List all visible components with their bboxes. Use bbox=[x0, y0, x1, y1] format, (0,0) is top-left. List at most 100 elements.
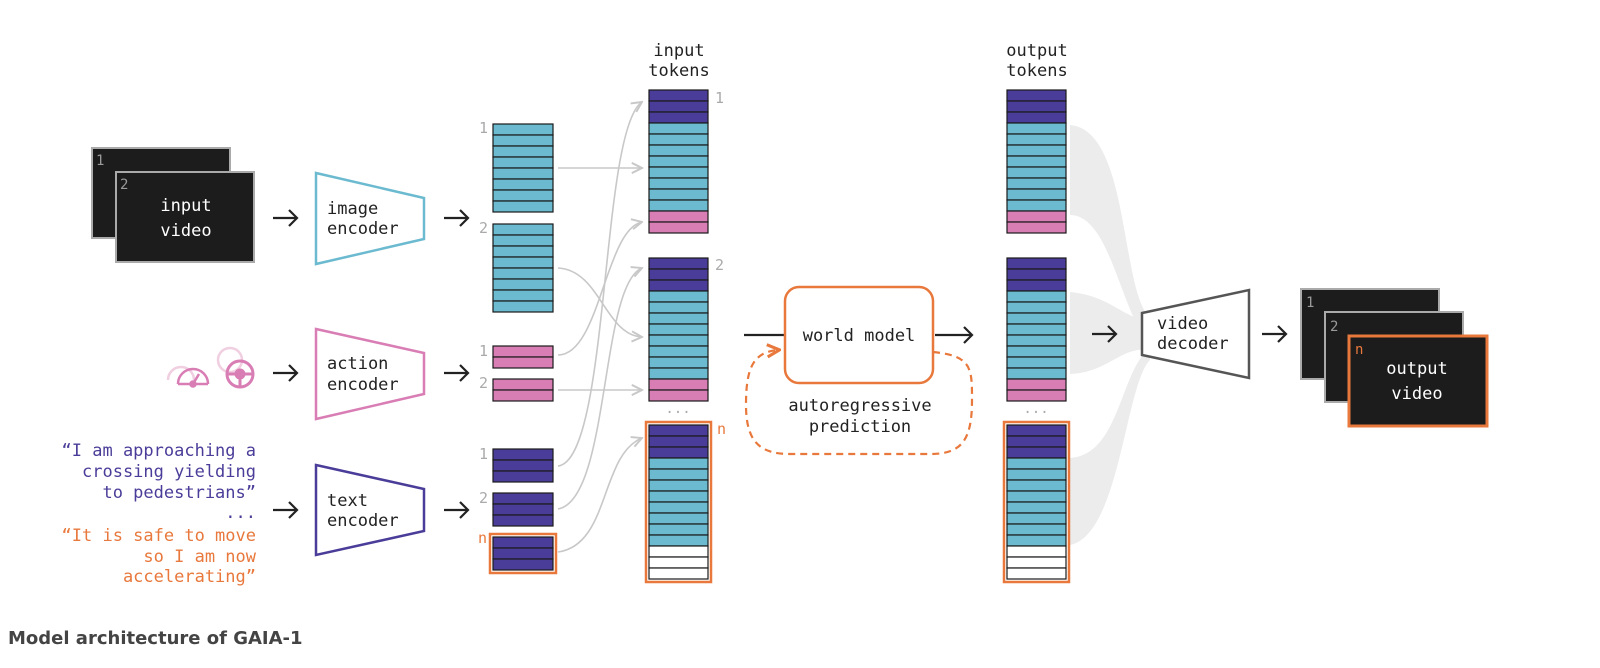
token-cell bbox=[1006, 301, 1067, 314]
token-cell bbox=[492, 448, 554, 461]
image-encoder-label-2: encoder bbox=[327, 219, 399, 239]
token-cell bbox=[1006, 122, 1067, 135]
output-token-stack-1 bbox=[1006, 89, 1067, 234]
token-cell bbox=[492, 470, 554, 483]
encoded-text-n-index: n bbox=[478, 529, 487, 547]
token-cell bbox=[1006, 89, 1067, 102]
token-cell bbox=[492, 200, 554, 213]
output-video: 1 2 n output video bbox=[1300, 288, 1489, 428]
token-cell bbox=[1006, 356, 1067, 369]
input-tokens-index-n: n bbox=[717, 420, 726, 438]
arrow-right-icon bbox=[273, 501, 299, 519]
token-cell bbox=[648, 199, 709, 212]
token-cell bbox=[1006, 111, 1067, 124]
token-cell bbox=[648, 290, 709, 303]
token-cell bbox=[648, 301, 709, 314]
token-cell bbox=[1006, 367, 1067, 380]
token-cell bbox=[1006, 345, 1067, 358]
output-tokens-ellipsis: ... bbox=[1023, 401, 1048, 417]
prompt-1-line-1: “I am approaching a bbox=[62, 441, 256, 461]
token-cell bbox=[492, 289, 554, 302]
input-arrows bbox=[273, 209, 299, 519]
speedometer-icon bbox=[166, 365, 210, 388]
encoded-image-2-index: 2 bbox=[479, 219, 488, 237]
token-cell bbox=[492, 345, 554, 358]
token-cell bbox=[1006, 457, 1067, 470]
token-cell bbox=[492, 256, 554, 269]
input-tokens-title-2: tokens bbox=[648, 61, 709, 81]
prompt-ellipsis: ... bbox=[225, 503, 256, 523]
input-token-stacks bbox=[644, 89, 713, 584]
encoded-tokens bbox=[488, 123, 558, 575]
token-cell bbox=[1006, 100, 1067, 113]
token-cell bbox=[648, 501, 709, 514]
prompt-1-line-3: to pedestrians” bbox=[102, 483, 256, 503]
input-video: 1 2 input video bbox=[91, 147, 255, 263]
figure-caption: Model architecture of GAIA-1 bbox=[8, 628, 303, 649]
token-cell bbox=[1006, 490, 1067, 503]
input-tokens-ellipsis: ... bbox=[665, 401, 690, 417]
video-decoder-label-2: decoder bbox=[1157, 334, 1229, 354]
token-cell bbox=[492, 514, 554, 527]
encoded-text-2 bbox=[492, 492, 554, 527]
output-token-stack-n bbox=[1002, 420, 1071, 584]
input-tokens-title-1: input bbox=[653, 41, 704, 61]
token-cell bbox=[1006, 177, 1067, 190]
autoregressive-label-1: autoregressive bbox=[788, 396, 931, 416]
arrow-right-icon bbox=[444, 501, 470, 519]
token-cell bbox=[648, 479, 709, 492]
token-cell bbox=[648, 567, 709, 580]
token-cell bbox=[1006, 567, 1067, 580]
video-decoder: video decoder bbox=[1140, 288, 1251, 380]
highlight-border bbox=[1002, 420, 1071, 584]
action-encoder-label-1: action bbox=[327, 354, 388, 374]
token-cell bbox=[492, 389, 554, 402]
token-cell bbox=[648, 268, 709, 281]
token-cell bbox=[648, 279, 709, 292]
image-encoder-label-1: image bbox=[327, 199, 378, 219]
encoded-token-labels: 1 2 1 2 1 2 n bbox=[478, 119, 488, 547]
token-cell bbox=[1006, 468, 1067, 481]
token-cell bbox=[648, 144, 709, 157]
encoded-text-1 bbox=[492, 448, 554, 483]
token-connectors bbox=[557, 102, 642, 553]
token-cell bbox=[1006, 188, 1067, 201]
token-cell bbox=[648, 556, 709, 569]
token-cell bbox=[648, 155, 709, 168]
token-cell bbox=[648, 122, 709, 135]
output-frame-1-index: 1 bbox=[1306, 295, 1314, 311]
output-video-label-1: output bbox=[1386, 359, 1447, 379]
encoded-action-1 bbox=[492, 345, 554, 369]
token-cell bbox=[648, 356, 709, 369]
token-cell bbox=[1006, 435, 1067, 448]
token-cell bbox=[648, 378, 709, 391]
token-cell bbox=[648, 133, 709, 146]
token-cell bbox=[648, 323, 709, 336]
token-cell bbox=[492, 503, 554, 516]
token-cell bbox=[648, 523, 709, 536]
token-cell bbox=[492, 245, 554, 258]
token-cell bbox=[1006, 389, 1067, 402]
token-cell bbox=[1006, 424, 1067, 437]
prompt-2-line-2: so I am now bbox=[143, 547, 256, 567]
image-encoder: image encoder bbox=[314, 171, 426, 266]
token-cell bbox=[1006, 446, 1067, 459]
token-cell bbox=[492, 547, 554, 560]
token-cell bbox=[1006, 155, 1067, 168]
token-cell bbox=[492, 267, 554, 280]
token-cell bbox=[1006, 290, 1067, 303]
output-frame-n bbox=[1347, 334, 1489, 428]
token-cell bbox=[648, 468, 709, 481]
token-cell bbox=[492, 558, 554, 571]
output-token-stack-2 bbox=[1006, 257, 1067, 402]
token-cell bbox=[648, 545, 709, 558]
encoder-arrows bbox=[444, 209, 470, 519]
text-encoder-label-1: text bbox=[327, 491, 368, 511]
token-cell bbox=[1006, 166, 1067, 179]
token-cell bbox=[492, 134, 554, 147]
arrow-right-icon bbox=[1092, 325, 1118, 343]
token-cell bbox=[1006, 501, 1067, 514]
token-cell bbox=[1006, 210, 1067, 223]
output-token-stacks bbox=[1002, 89, 1071, 584]
